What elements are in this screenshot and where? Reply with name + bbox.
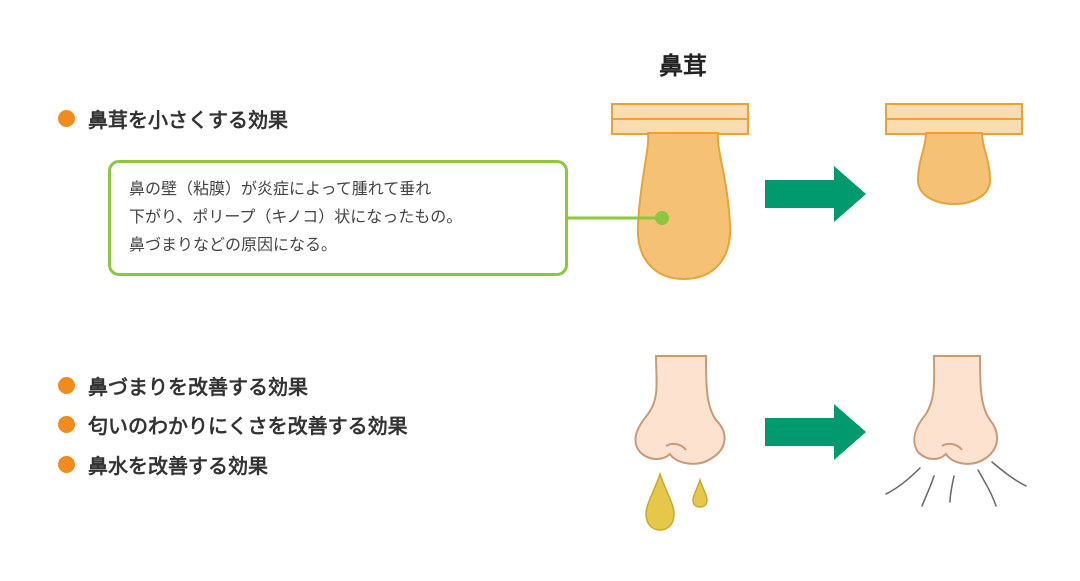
nose-before bbox=[634, 355, 726, 465]
polyp-after bbox=[916, 132, 992, 206]
bullet-item-smell: 匂いのわかりにくさを改善する効果 bbox=[58, 410, 408, 439]
bullet-text: 匂いのわかりにくさを改善する効果 bbox=[88, 414, 408, 438]
polyp-before bbox=[636, 132, 732, 281]
polyp-description-callout: 鼻の壁（粘膜）が炎症によって腫れて垂れ 下がり、ポリープ（キノコ）状になったもの… bbox=[108, 160, 568, 276]
bullet-dot-icon bbox=[58, 416, 75, 433]
callout-line: 鼻の壁（粘膜）が炎症によって腫れて垂れ bbox=[129, 179, 432, 198]
bullet-dot-icon bbox=[58, 456, 75, 473]
bullet-dot-icon bbox=[58, 110, 75, 127]
nose-after-illustration bbox=[885, 355, 1027, 507]
arrow-right-icon-nose bbox=[765, 404, 866, 460]
bullet-item-congestion: 鼻づまりを改善する効果 bbox=[58, 371, 308, 400]
callout-line: 下がり、ポリープ（キノコ）状になったもの。 bbox=[129, 207, 463, 226]
arrow-right-icon-polyp bbox=[765, 166, 866, 222]
bullet-text: 鼻づまりを改善する効果 bbox=[88, 375, 308, 399]
bullet-item-runny-nose: 鼻水を改善する効果 bbox=[58, 450, 268, 479]
nose-after bbox=[913, 355, 998, 465]
nasal-drip-small bbox=[692, 477, 708, 508]
bullet-item-polyp-shrink: 鼻茸を小さくする効果 bbox=[58, 104, 288, 133]
bullet-dot-icon bbox=[58, 377, 75, 394]
polyp-after-illustration bbox=[885, 103, 1023, 206]
bullet-text: 鼻水を改善する効果 bbox=[88, 454, 268, 478]
polyp-title: 鼻茸 bbox=[659, 52, 707, 80]
nose-before-illustration bbox=[634, 355, 726, 531]
nasal-drip-large bbox=[645, 471, 675, 531]
airflow-lines bbox=[885, 461, 1027, 507]
bullet-text: 鼻茸を小さくする効果 bbox=[88, 108, 288, 132]
callout-line: 鼻づまりなどの原因になる。 bbox=[129, 235, 338, 254]
polyp-before-illustration bbox=[611, 103, 749, 281]
